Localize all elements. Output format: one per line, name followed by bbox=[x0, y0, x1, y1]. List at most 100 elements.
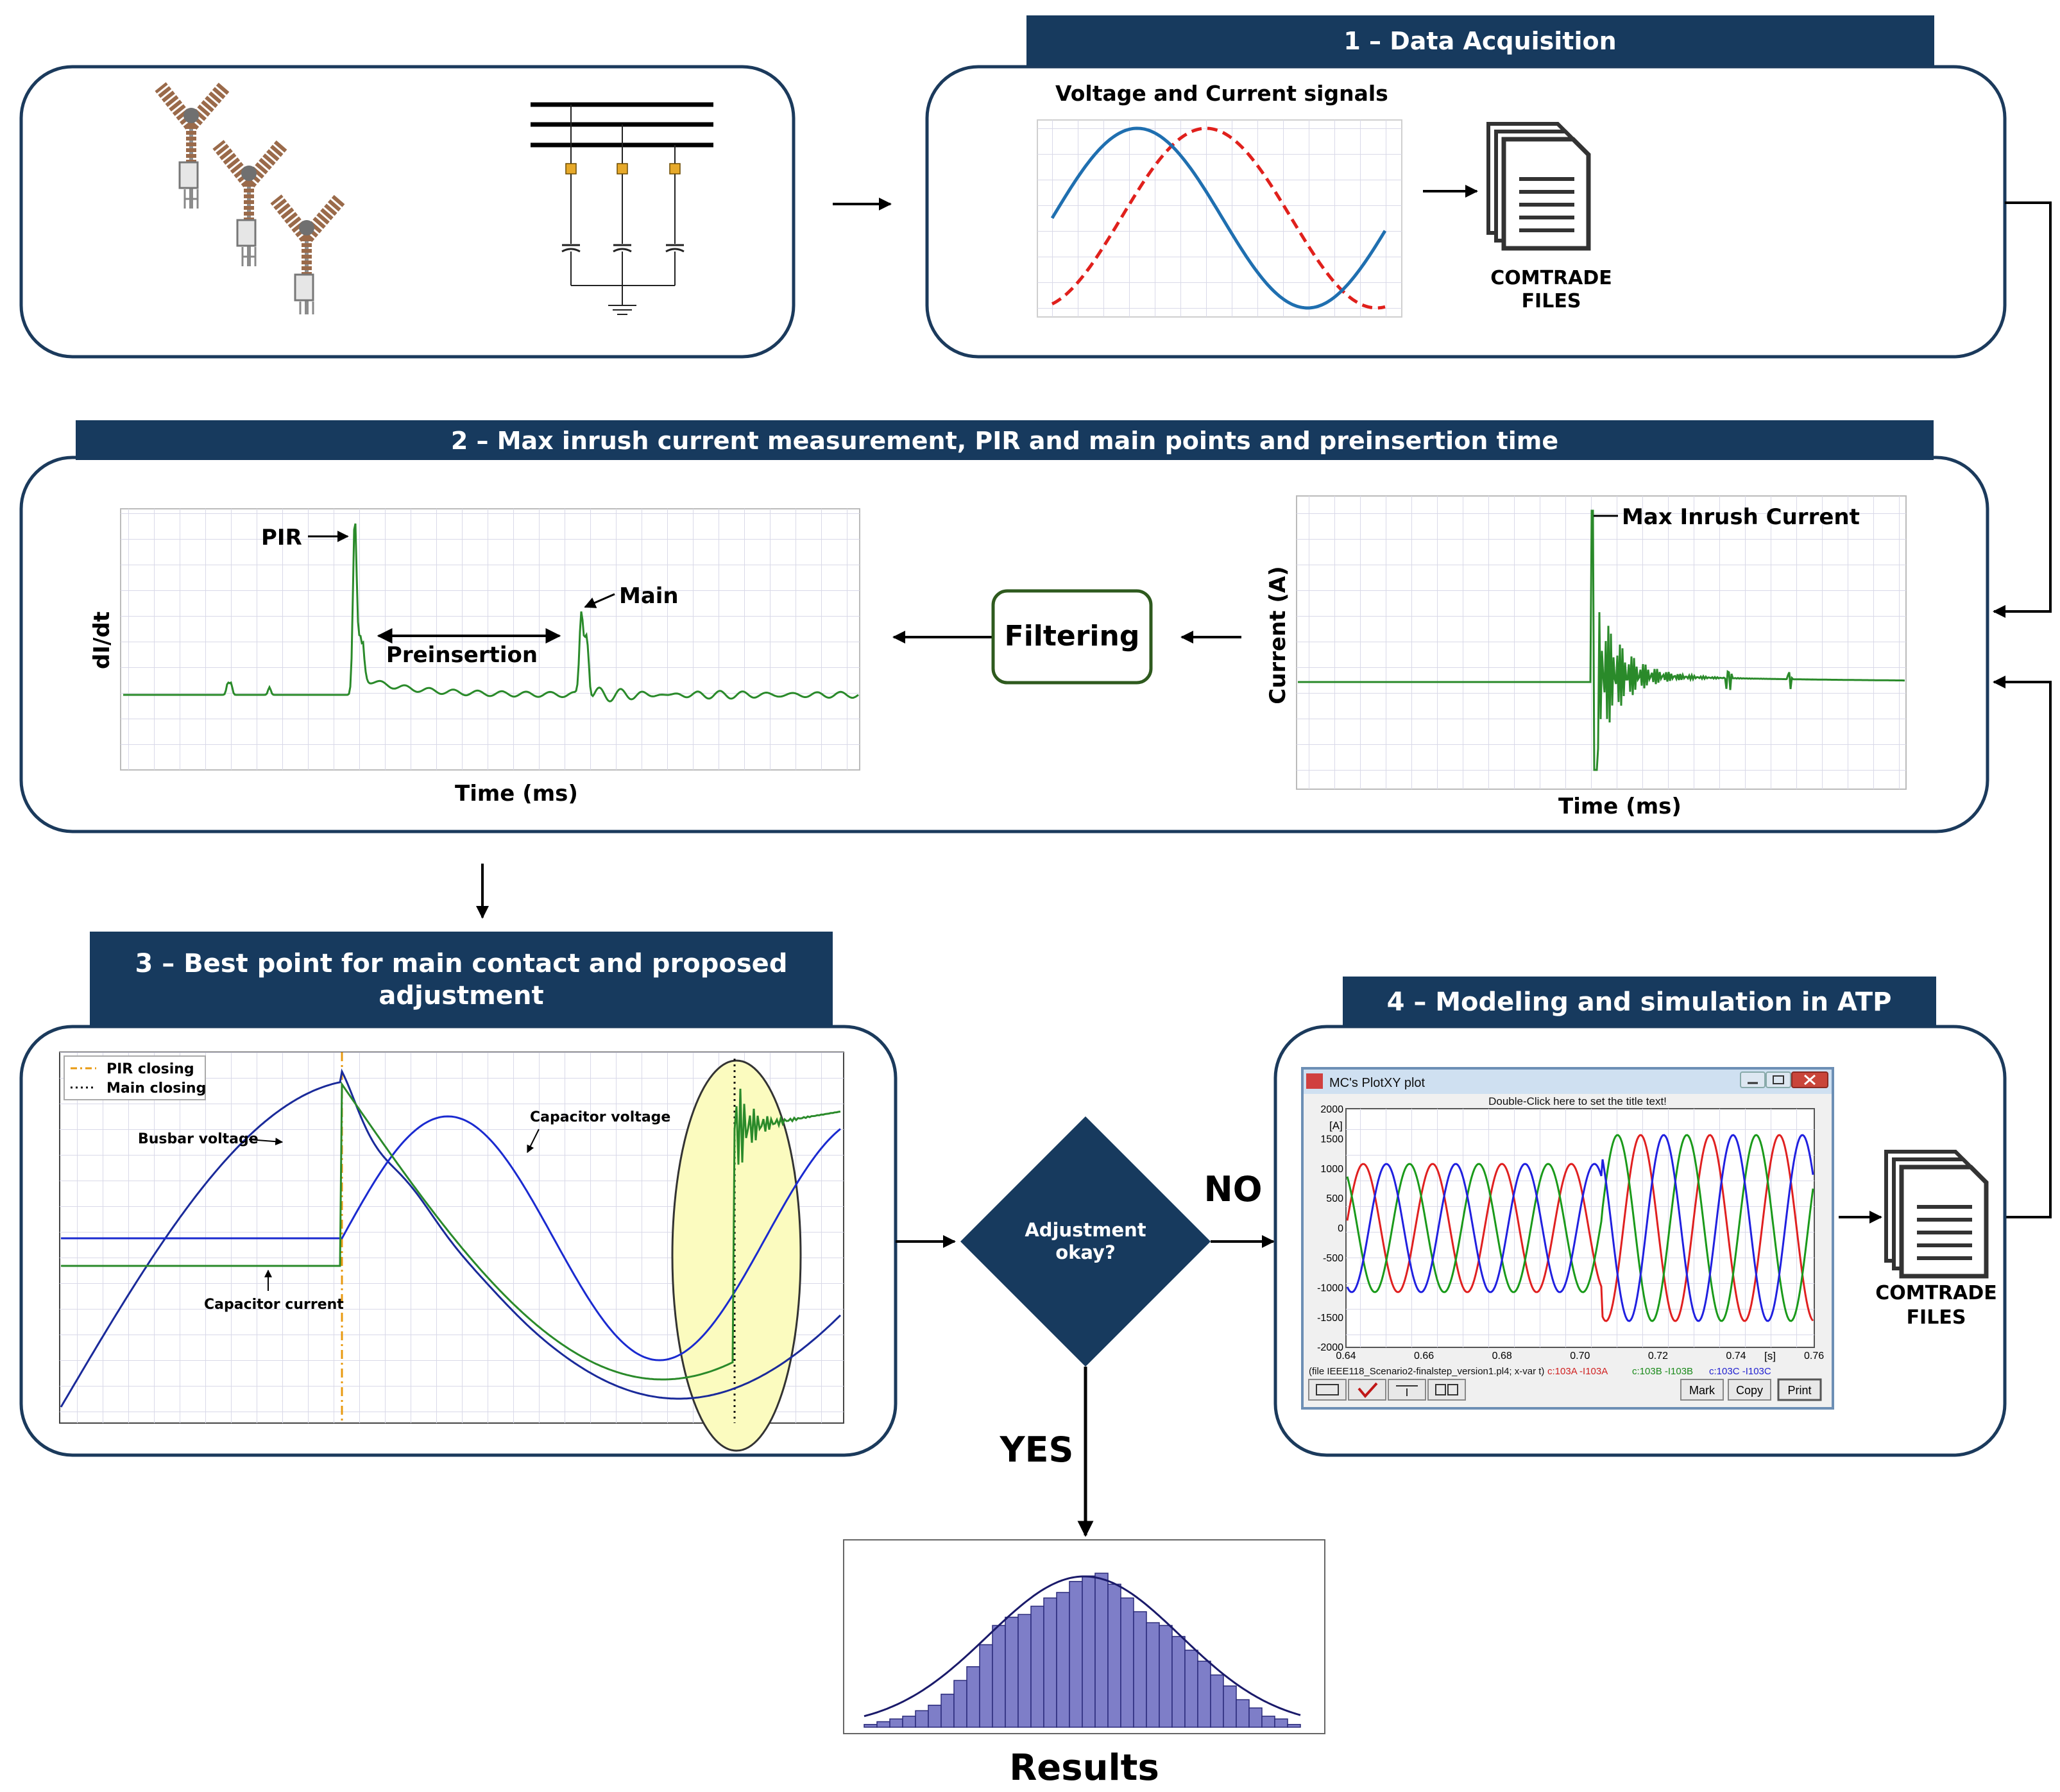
decision-text-2: okay? bbox=[1055, 1242, 1116, 1263]
histogram-bar bbox=[1248, 1707, 1263, 1728]
step4-files-label-1: COMTRADE bbox=[1875, 1282, 1997, 1304]
histogram-bar bbox=[1159, 1625, 1173, 1728]
histogram-bar bbox=[1094, 1573, 1109, 1728]
histogram-bar bbox=[915, 1710, 929, 1728]
histogram-bar bbox=[864, 1723, 878, 1728]
toolbar-layout-icon[interactable] bbox=[1308, 1379, 1347, 1401]
histogram-bar bbox=[1005, 1616, 1019, 1728]
step4-banner-text: 4 – Modeling and simulation in ATP bbox=[1387, 987, 1892, 1017]
step1-files-label-2: FILES bbox=[1522, 290, 1581, 312]
step4-files-label-2: FILES bbox=[1907, 1306, 1966, 1329]
histogram-bar bbox=[876, 1721, 890, 1728]
didt-xlabel: Time (ms) bbox=[455, 781, 578, 806]
substation-panel bbox=[19, 65, 796, 359]
toolbar-range-icon[interactable] bbox=[1388, 1379, 1426, 1401]
yes-label: YES bbox=[1000, 1429, 1074, 1470]
step3-panel: 3 – Best point for main contact and prop… bbox=[19, 932, 898, 1457]
histogram-bar bbox=[1197, 1660, 1211, 1728]
legend-pir-closing: PIR closing bbox=[106, 1061, 194, 1077]
histogram-bar bbox=[953, 1680, 967, 1728]
no-label: NO bbox=[1204, 1169, 1262, 1209]
highlight-ellipse bbox=[671, 1059, 802, 1452]
decision-diamond: Adjustment okay? bbox=[960, 1116, 1211, 1367]
plotxy-footer-a: c:103A -I103A bbox=[1547, 1366, 1608, 1377]
capacitor-bank-schematic bbox=[531, 102, 713, 315]
step1-panel: 1 – Data Acquisition Voltage and Current… bbox=[925, 15, 2007, 359]
minimize-icon[interactable] bbox=[1740, 1071, 1766, 1088]
plotxy-x-unit: [s] bbox=[1764, 1350, 1776, 1362]
plotxy-x-tick: 0.64 bbox=[1336, 1351, 1356, 1361]
didt-plot bbox=[120, 508, 860, 771]
main-label: Main bbox=[619, 583, 679, 609]
comtrade-files-icon bbox=[1486, 122, 1591, 251]
plotxy-hint[interactable]: Double-Click here to set the title text! bbox=[1488, 1095, 1667, 1107]
histogram-bar bbox=[1030, 1605, 1044, 1728]
histogram-bar bbox=[1287, 1723, 1301, 1728]
pir-label: PIR bbox=[261, 525, 302, 550]
step4-banner bbox=[1343, 977, 1936, 1027]
histogram-bar bbox=[1056, 1592, 1070, 1728]
step3-banner-line2: adjustment bbox=[379, 981, 543, 1011]
histogram-bar bbox=[1146, 1622, 1160, 1728]
histogram-bar bbox=[992, 1625, 1006, 1728]
histogram-bar bbox=[1069, 1581, 1083, 1728]
copy-button[interactable] bbox=[1728, 1379, 1771, 1401]
preinsertion-label: Preinsertion bbox=[386, 642, 538, 668]
plotxy-footer-c: c:103C -I103C bbox=[1709, 1366, 1771, 1377]
plotxy-y-tick: -2000 bbox=[1317, 1342, 1343, 1353]
plotxy-x-tick: 0.74 bbox=[1726, 1351, 1746, 1361]
histogram-bar bbox=[1236, 1699, 1250, 1728]
histogram-bar bbox=[1171, 1635, 1186, 1728]
closing-plot: PIR closing Main closing bbox=[59, 1052, 844, 1452]
busbar-voltage-label: Busbar voltage bbox=[138, 1131, 259, 1147]
plotxy-y-tick: 2000 bbox=[1320, 1104, 1343, 1115]
histogram-bar bbox=[979, 1644, 993, 1728]
step2-panel: 2 – Max inrush current measurement, PIR … bbox=[19, 420, 1989, 833]
copy-button-label: Copy bbox=[1736, 1384, 1763, 1397]
plotxy-x-tick: 0.70 bbox=[1570, 1351, 1590, 1361]
comtrade-files-icon-2 bbox=[1884, 1150, 1989, 1279]
voltage-current-plot bbox=[1037, 119, 1402, 318]
histogram-bar bbox=[941, 1693, 955, 1728]
toolbar-split-icon[interactable] bbox=[1427, 1379, 1466, 1401]
histogram-bar bbox=[1082, 1575, 1096, 1728]
filtering-box bbox=[991, 589, 1153, 685]
close-icon[interactable] bbox=[1791, 1071, 1828, 1088]
plotxy-y-tick: -500 bbox=[1323, 1253, 1343, 1264]
connector-acquisition-to-step2 bbox=[1993, 201, 2052, 618]
histogram-bar bbox=[1043, 1597, 1057, 1728]
print-button[interactable] bbox=[1777, 1378, 1822, 1401]
closing-legend bbox=[64, 1055, 206, 1100]
histogram-bar bbox=[1274, 1718, 1288, 1728]
histogram-bar bbox=[1107, 1583, 1121, 1728]
step2-banner-text: 2 – Max inrush current measurement, PIR … bbox=[451, 427, 1558, 455]
plotxy-y-tick: 500 bbox=[1326, 1193, 1343, 1204]
voltage-current-plot-title: Voltage and Current signals bbox=[1055, 81, 1388, 106]
histogram-bar bbox=[1120, 1597, 1134, 1728]
capacitor-current-label: Capacitor current bbox=[204, 1297, 344, 1313]
plotxy-x-tick: 0.72 bbox=[1648, 1351, 1668, 1361]
toolbar-check-icon[interactable] bbox=[1348, 1379, 1386, 1401]
connector-atp-to-step2 bbox=[1993, 676, 2052, 1218]
plotxy-window: MC's PlotXY plot Double-Click here to se… bbox=[1301, 1067, 1834, 1410]
step3-banner bbox=[90, 932, 833, 1027]
maximize-icon[interactable] bbox=[1766, 1071, 1791, 1088]
histogram-bar bbox=[889, 1718, 903, 1728]
decision-text-1: Adjustment bbox=[1025, 1219, 1146, 1241]
legend-main-closing: Main closing bbox=[106, 1080, 206, 1097]
circuit-breaker-icon-1 bbox=[155, 81, 230, 209]
plotxy-y-tick: 1500 bbox=[1320, 1134, 1343, 1145]
circuit-breaker-icon-2 bbox=[212, 139, 288, 266]
step1-files-label-1: COMTRADE bbox=[1490, 267, 1612, 289]
plotxy-footer-b: c:103B -I103B bbox=[1632, 1366, 1693, 1377]
plotxy-footer-file: (file IEEE118_Scenario2-finalstep_versio… bbox=[1309, 1366, 1544, 1377]
filtering-label: Filtering bbox=[1005, 620, 1140, 653]
mark-button[interactable] bbox=[1680, 1379, 1724, 1401]
didt-ylabel: dI/dt bbox=[89, 611, 115, 669]
step4-panel: 4 – Modeling and simulation in ATP MC's … bbox=[1273, 977, 2007, 1457]
plotxy-x-tick: 0.68 bbox=[1492, 1351, 1512, 1361]
plotxy-y-tick: 0 bbox=[1338, 1224, 1343, 1234]
histogram-bar bbox=[1261, 1716, 1275, 1728]
